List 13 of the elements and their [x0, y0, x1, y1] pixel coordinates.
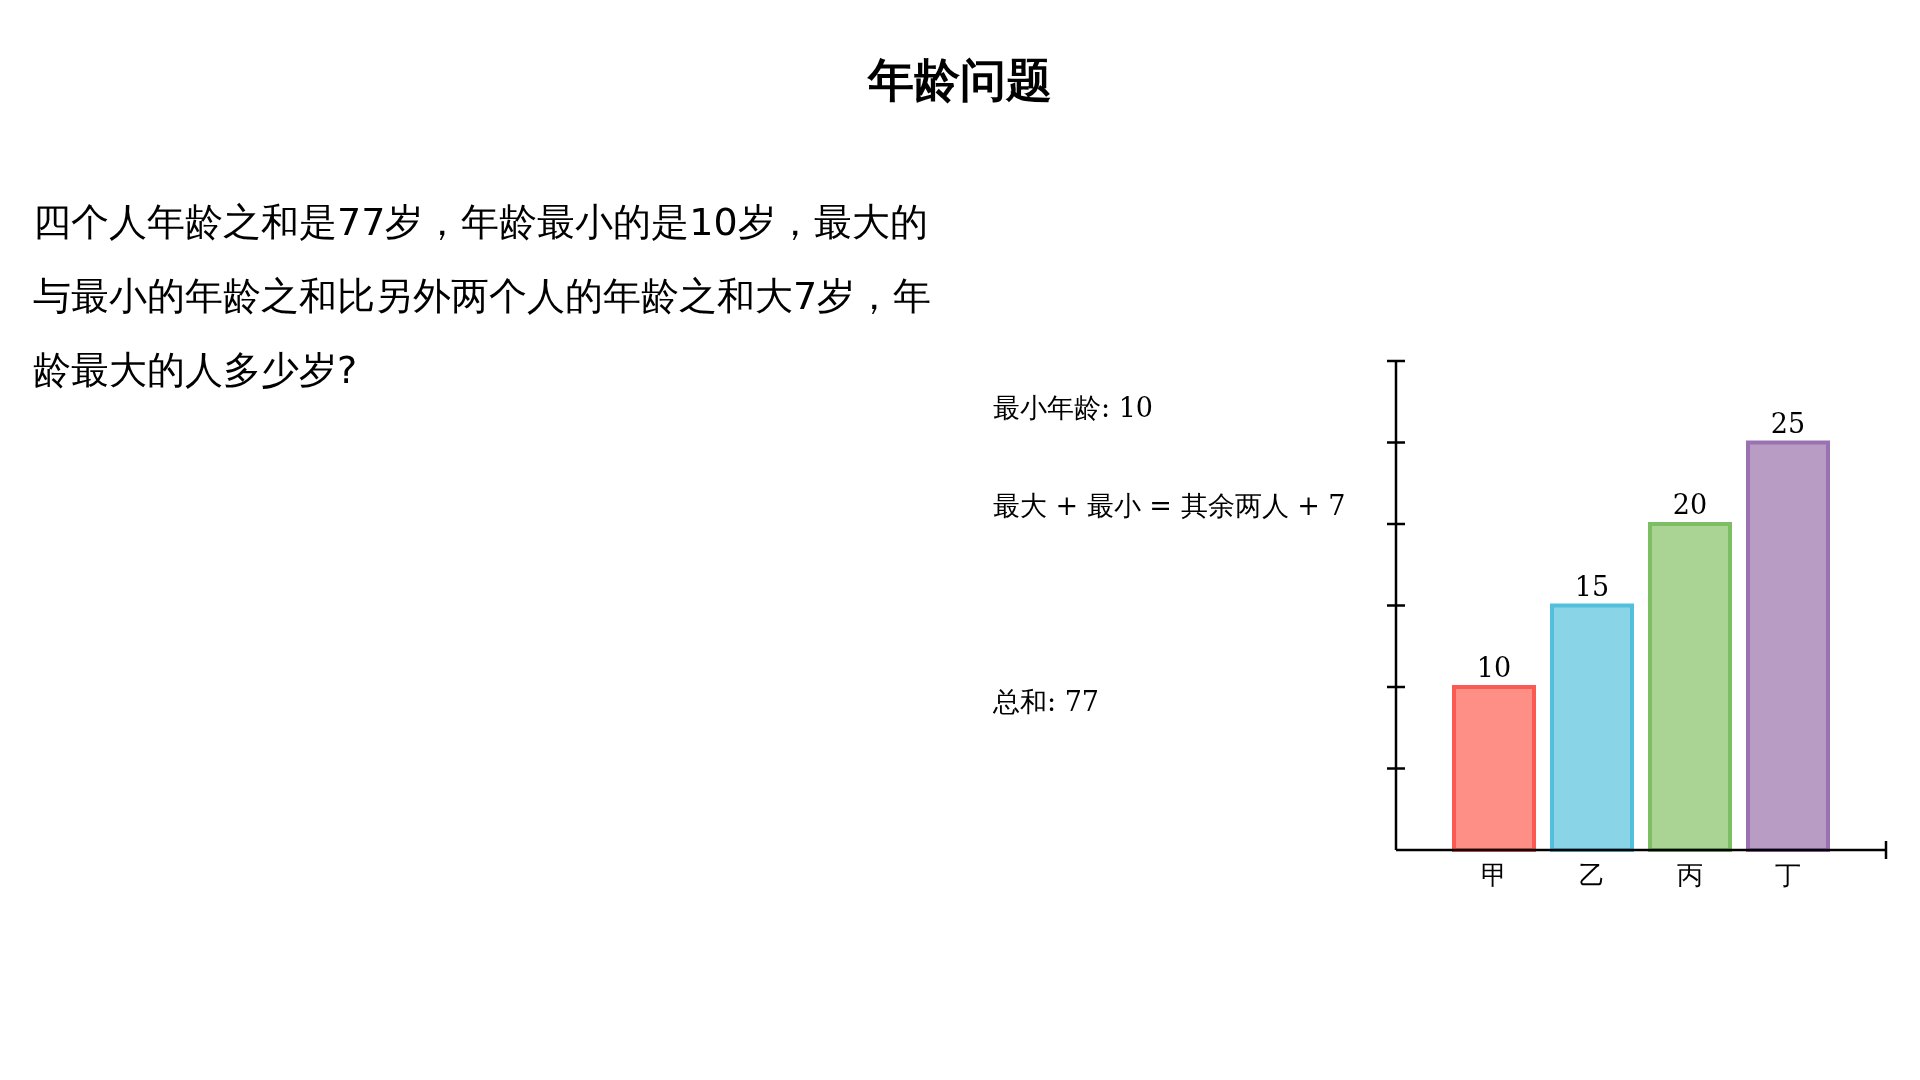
annotation-text: 总和: 77 — [993, 685, 1100, 719]
value-label: 10 — [1476, 652, 1512, 683]
value-label: 25 — [1770, 407, 1806, 439]
value-label: 15 — [1574, 570, 1610, 602]
category-label: 丁 — [1775, 860, 1801, 890]
problem-text: 四个人年龄之和是77岁，年龄最小的是10岁，最大的与最小的年龄之和比另外两个人的年龄之和大7岁，年龄最大的人多少岁? — [33, 199, 933, 394]
title: 年龄问题 — [866, 52, 1053, 109]
annotation-text: 最大 + 最小 = 其余两人 + 7 — [993, 489, 1346, 523]
category-label: 丙 — [1677, 860, 1703, 890]
category-label: 甲 — [1481, 860, 1507, 890]
value-label: 20 — [1672, 489, 1708, 520]
annotation-text: 最小年龄: 10 — [993, 391, 1154, 425]
category-label: 乙 — [1579, 860, 1605, 890]
